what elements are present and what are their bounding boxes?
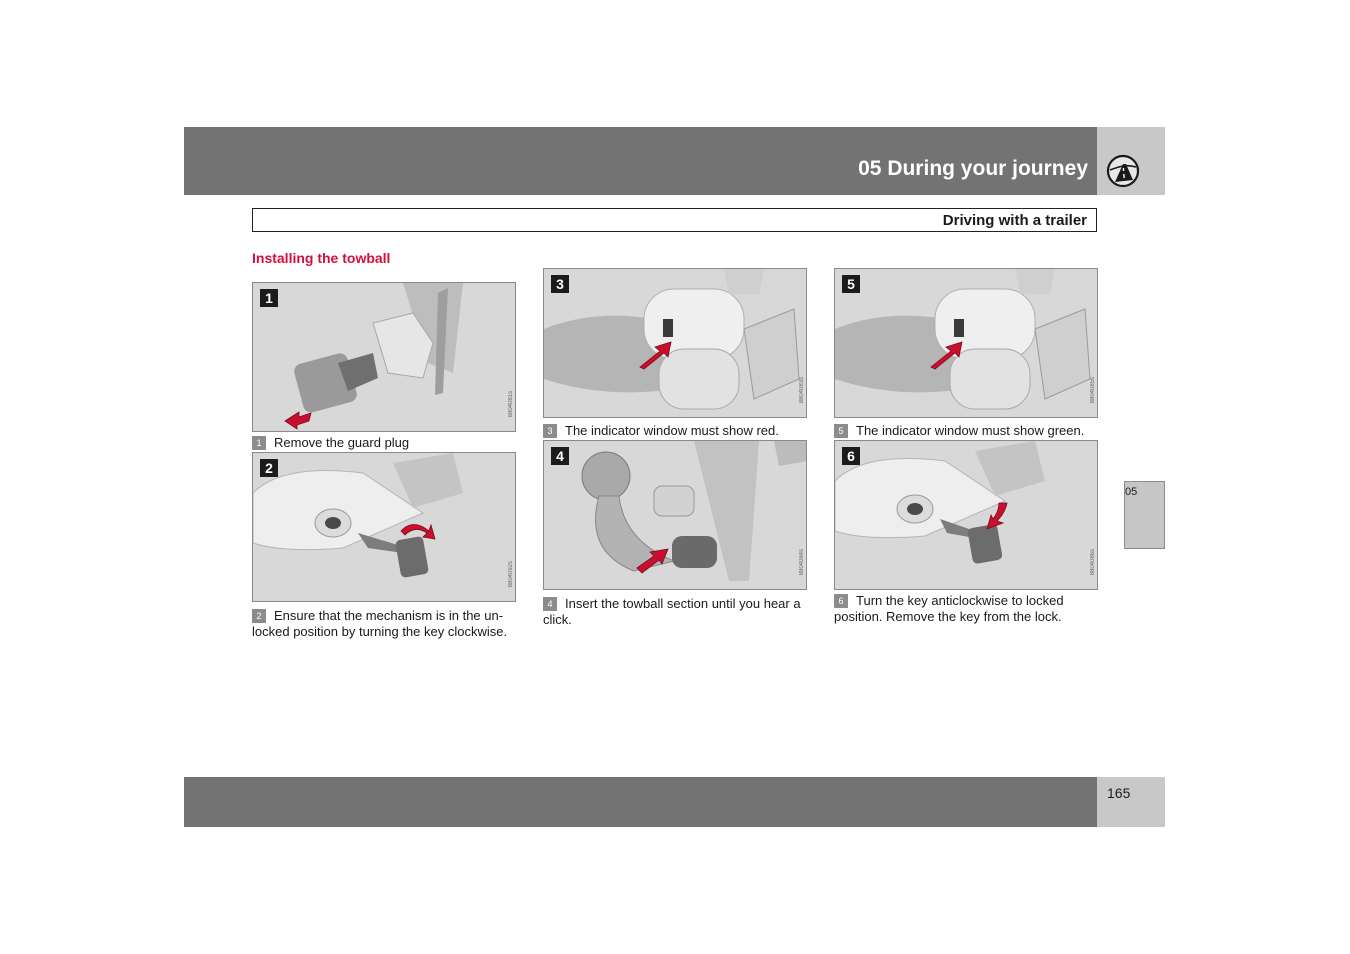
road-icon <box>1106 154 1140 188</box>
insert-towball-illustration <box>581 441 806 581</box>
page-number: 165 <box>1107 785 1131 801</box>
indicator-green-illustration <box>835 269 1091 410</box>
figure-5-badge: 5 <box>842 275 860 293</box>
figure-4-badge: 4 <box>551 447 569 465</box>
chapter-header: 05 During your journey <box>184 127 1097 195</box>
section-bar: Driving with a trailer <box>252 208 1097 232</box>
figure-4-code: 8804084s <box>799 548 805 575</box>
figure-1-code: 8804081s <box>508 390 514 417</box>
key-clockwise-illustration <box>253 453 463 578</box>
step-6-text: Turn the key anticlockwise to locked pos… <box>834 593 1064 624</box>
step-3-number: 3 <box>543 424 557 438</box>
figure-6-badge: 6 <box>842 447 860 465</box>
step-6-number: 6 <box>834 594 848 608</box>
chapter-title: 05 During your journey <box>858 157 1088 180</box>
step-4-number: 4 <box>543 597 557 611</box>
section-title: Driving with a trailer <box>942 212 1087 229</box>
figure-3-code: 8804083s <box>799 376 805 403</box>
step-5: 5 The indicator window must show green. <box>834 423 1100 439</box>
step-2-number: 2 <box>252 609 266 623</box>
step-1-text: Remove the guard plug <box>274 435 410 450</box>
figure-3-badge: 3 <box>551 275 569 293</box>
figure-5: 5 8804085s <box>834 268 1098 418</box>
figure-2-badge: 2 <box>260 459 278 477</box>
figure-2-code: 8804092s <box>508 560 514 587</box>
indicator-red-illustration <box>544 269 800 410</box>
step-1-number: 1 <box>252 436 266 450</box>
chapter-side-tab[interactable]: 05 <box>1124 481 1165 549</box>
step-2-text: Ensure that the mechanism is in the un-l… <box>252 608 508 639</box>
footer-band <box>184 777 1097 827</box>
figure-1-badge: 1 <box>260 289 278 307</box>
key-anticlockwise-illustration <box>835 441 1045 564</box>
figure-4: 4 8804084s <box>543 440 807 590</box>
step-3-text: The indicator window must show red. <box>565 423 779 438</box>
figure-6: 6 8804086s <box>834 440 1098 590</box>
guard-plug-illustration <box>284 283 463 430</box>
figure-6-code: 8804086s <box>1090 548 1096 575</box>
installing-towball-heading: Installing the towball <box>252 250 391 266</box>
figure-3: 3 8804083s <box>543 268 807 418</box>
side-tab-label: 05 <box>1125 486 1138 498</box>
step-5-text: The indicator window must show green. <box>856 423 1085 438</box>
figure-2: 2 8804092s <box>252 452 516 602</box>
step-4-text: Insert the towball section until you hea… <box>543 596 801 627</box>
step-3: 3 The indicator window must show red. <box>543 423 809 439</box>
figure-1: 1 8804081s <box>252 282 516 432</box>
footer-page-box: 165 <box>1097 777 1165 827</box>
figure-5-code: 8804085s <box>1090 376 1096 403</box>
chapter-icon-box <box>1097 127 1165 195</box>
step-1: 1 Remove the guard plug <box>252 435 516 451</box>
step-5-number: 5 <box>834 424 848 438</box>
